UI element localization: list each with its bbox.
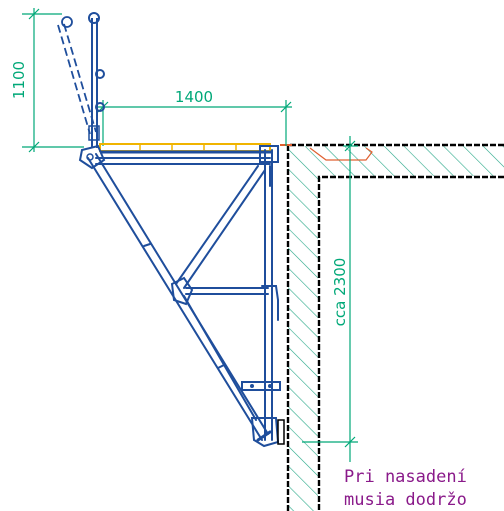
railing-clip xyxy=(95,69,105,79)
note-line-2: musia dodržo xyxy=(344,490,467,510)
mid-bracket xyxy=(261,285,279,321)
node-plate xyxy=(170,276,194,306)
slab-hatch xyxy=(288,146,504,176)
deck-platform xyxy=(99,143,272,154)
dim-2300-text: cca 2300 xyxy=(331,258,349,327)
main-diagonal xyxy=(87,157,263,441)
wall-inner-outline xyxy=(317,175,504,511)
lower-strut xyxy=(183,295,257,421)
railing-folded xyxy=(57,24,91,135)
bracket-frame xyxy=(78,144,285,448)
wall-outer-outline xyxy=(286,143,504,511)
anchor-recess xyxy=(309,147,373,161)
top-hinge xyxy=(78,144,106,170)
dimension-lines xyxy=(22,8,358,462)
dim-1100-text: 1100 xyxy=(10,61,28,99)
note-line-1: Pri nasadení xyxy=(344,467,467,487)
top-clamp xyxy=(259,145,279,163)
bottom-foot xyxy=(250,417,280,448)
wall-hatch xyxy=(288,176,318,511)
diagonal-brace xyxy=(175,165,259,285)
deck-plank xyxy=(99,143,271,152)
concrete-wall xyxy=(280,143,504,511)
wall-anchor-plate xyxy=(277,419,285,445)
dim-1400-text: 1400 xyxy=(175,88,213,106)
lower-bracket xyxy=(241,381,281,391)
railing xyxy=(57,12,105,148)
